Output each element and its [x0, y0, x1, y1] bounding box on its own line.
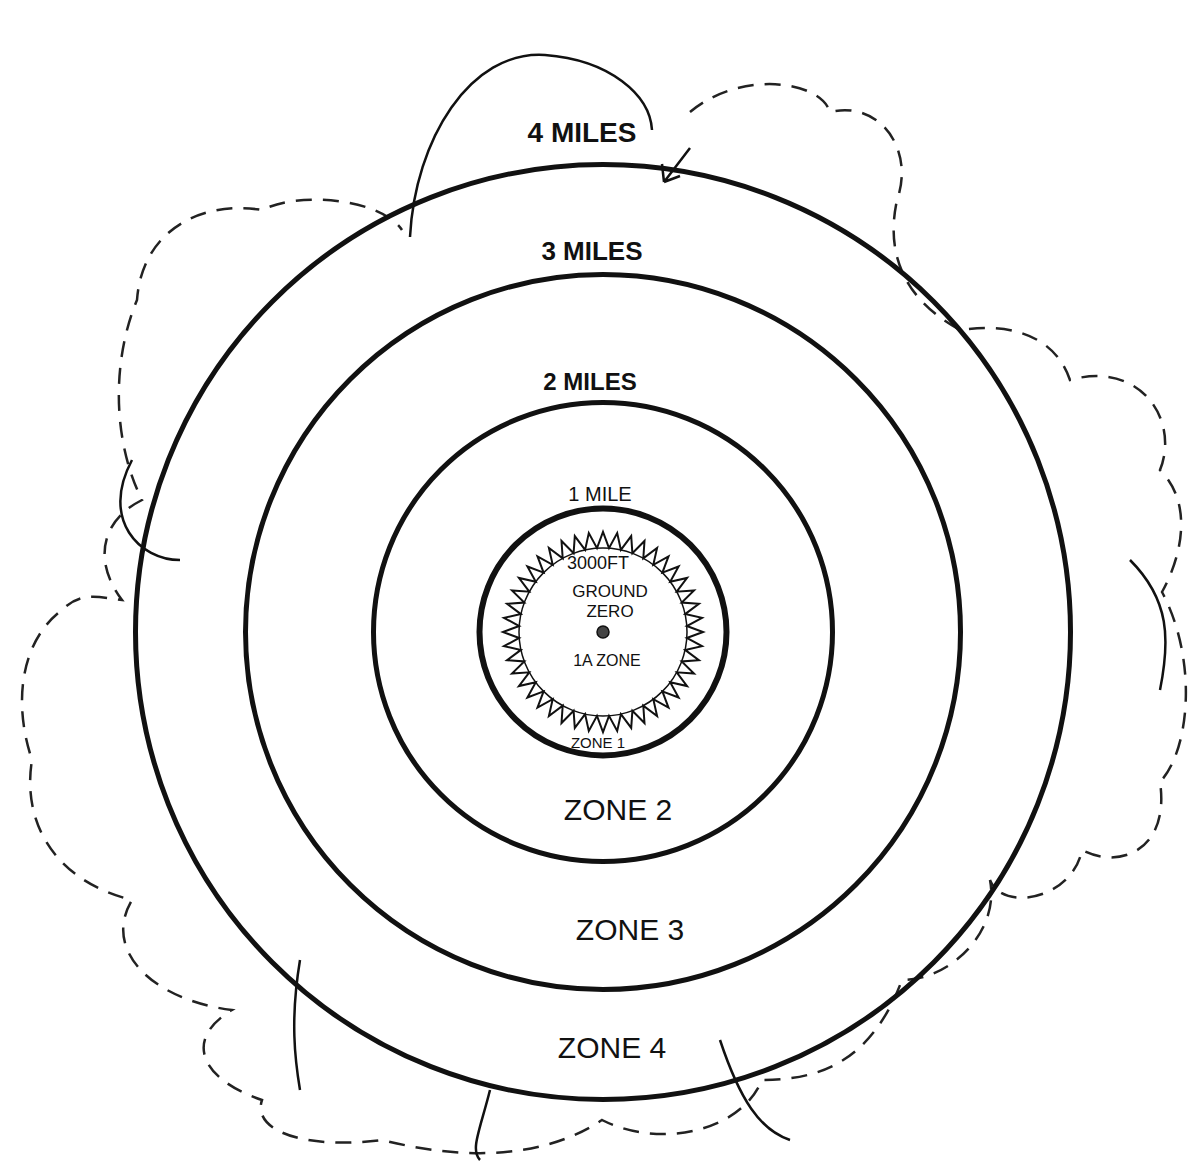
solid-cloud-lobe	[410, 55, 652, 237]
zone-label: ZONE 3	[576, 913, 684, 948]
radius-ring: 3 MILESZONE 32 MILESZONE 21 MILEZONE 130…	[243, 272, 963, 992]
radius-ring: 1 MILEZONE 13000FTGROUND ZERO1A ZONE	[477, 506, 729, 758]
zone-label: ZONE 1	[571, 734, 625, 751]
ring-circle	[480, 509, 727, 756]
cloud-stroke	[120, 460, 1165, 1160]
ground-zero-dot	[597, 626, 609, 638]
zone-label: GROUND ZERO	[570, 582, 650, 621]
radius-ring: 2 MILESZONE 21 MILEZONE 13000FTGROUND ZE…	[371, 400, 835, 864]
inner-circle	[519, 548, 687, 716]
distance-label: 1 MILE	[568, 483, 631, 506]
distance-label: 2 MILES	[543, 368, 636, 396]
dashed-cloud	[22, 84, 1186, 1153]
pointer-mark	[662, 148, 690, 182]
distance-label: 4 MILES	[528, 117, 637, 149]
zone-label: ZONE 2	[564, 793, 672, 828]
zone-label: ZONE 4	[558, 1031, 666, 1066]
zone-label: 1A ZONE	[573, 652, 641, 670]
zigzag-ring	[503, 532, 703, 732]
radius-ring: 4 MILESZONE 43 MILESZONE 32 MILESZONE 21…	[133, 162, 1073, 1102]
ground-zero-zone: 3000FT GROUND ZERO 1A ZONE	[503, 532, 703, 732]
distance-label: 3 MILES	[541, 237, 642, 267]
ring-circle	[374, 403, 833, 862]
ring-circle	[246, 275, 961, 990]
ring-circle	[136, 165, 1071, 1100]
zone-label: 3000FT	[567, 553, 629, 574]
